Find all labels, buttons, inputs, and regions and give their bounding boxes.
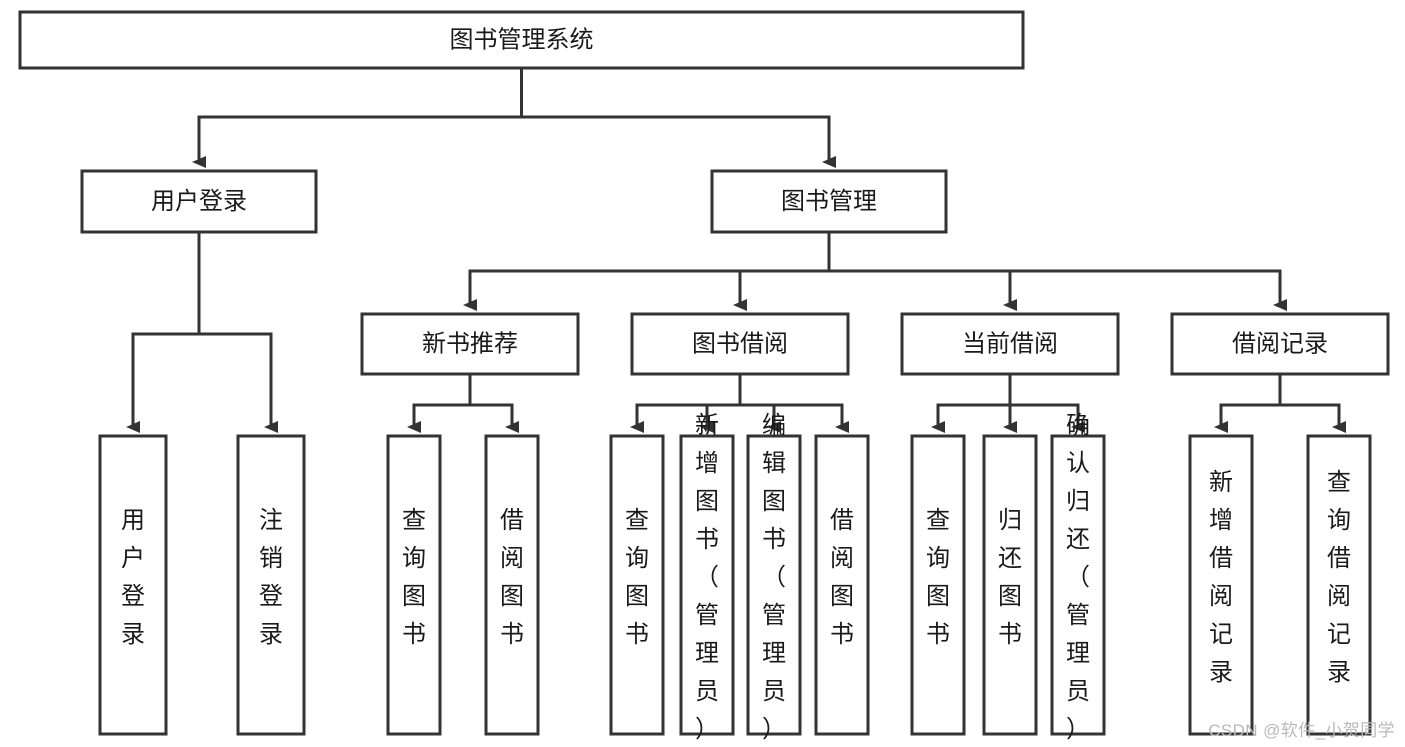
node-label-leaf-rec-borrow-book: 借阅图书 bbox=[500, 507, 524, 648]
node-label-leaf-cur-query-book: 查询图书 bbox=[926, 507, 950, 648]
connector-group-book-borrow bbox=[630, 372, 849, 433]
edge-layer bbox=[126, 66, 1346, 433]
node-box-leaf-borrow-add-book bbox=[679, 434, 735, 736]
csdn-watermark: CSDN @软件_小贺同学 bbox=[1208, 721, 1395, 740]
node-current-borrow[interactable]: 当前借阅 bbox=[900, 312, 1120, 376]
node-new-book-rec[interactable]: 新书推荐 bbox=[360, 312, 580, 376]
node-layer: 图书管理系统用户登录图书管理新书推荐图书借阅当前借阅借阅记录用户登录注销登录查询… bbox=[18, 10, 1390, 743]
node-leaf-borrow-borrow-book[interactable]: 借阅图书 bbox=[814, 434, 870, 736]
connector-group-book-manage bbox=[463, 230, 1287, 311]
node-box-root bbox=[18, 10, 1025, 70]
connector-group-user-login bbox=[126, 230, 278, 433]
node-box-leaf-cur-confirm-return bbox=[1050, 434, 1106, 736]
node-box-current-borrow bbox=[900, 312, 1120, 376]
node-box-leaf-user-login bbox=[98, 434, 168, 736]
node-box-new-book-rec bbox=[360, 312, 580, 376]
node-box-user-login bbox=[80, 169, 318, 234]
node-box-book-manage bbox=[710, 169, 948, 234]
node-box-borrow-record bbox=[1170, 312, 1390, 376]
node-box-leaf-borrow-borrow-book bbox=[814, 434, 870, 736]
connector-group-borrow-record bbox=[1214, 372, 1346, 433]
node-label-current-borrow: 当前借阅 bbox=[962, 330, 1058, 357]
node-leaf-user-logout[interactable]: 注销登录 bbox=[236, 434, 306, 736]
node-label-leaf-rec-query-book: 查询图书 bbox=[402, 507, 426, 648]
node-label-book-borrow: 图书借阅 bbox=[692, 330, 788, 357]
node-box-leaf-borrow-edit-book bbox=[746, 434, 802, 736]
node-box-leaf-cur-query-book bbox=[910, 434, 966, 736]
node-label-leaf-rec-query-record: 查询借阅记录 bbox=[1327, 469, 1351, 686]
connector-group-current-borrow bbox=[931, 372, 1085, 433]
node-label-user-login: 用户登录 bbox=[151, 188, 247, 215]
node-leaf-rec-query-record[interactable]: 查询借阅记录 bbox=[1306, 434, 1372, 736]
node-book-borrow[interactable]: 图书借阅 bbox=[630, 312, 850, 376]
node-label-leaf-user-login: 用户登录 bbox=[121, 507, 145, 648]
node-box-leaf-rec-add-record bbox=[1188, 434, 1254, 736]
node-borrow-record[interactable]: 借阅记录 bbox=[1170, 312, 1390, 376]
node-leaf-borrow-add-book[interactable]: 新增图书（管理员） bbox=[679, 412, 735, 743]
node-leaf-borrow-query-book[interactable]: 查询图书 bbox=[609, 434, 665, 736]
node-user-login[interactable]: 用户登录 bbox=[80, 169, 318, 234]
node-label-leaf-cur-confirm-return: 确认归还（管理员） bbox=[1066, 412, 1090, 743]
node-leaf-borrow-edit-book[interactable]: 编辑图书（管理员） bbox=[746, 412, 802, 743]
node-box-leaf-borrow-query-book bbox=[609, 434, 665, 736]
node-leaf-rec-query-book[interactable]: 查询图书 bbox=[386, 434, 442, 736]
node-label-leaf-borrow-add-book: 新增图书（管理员） bbox=[695, 412, 719, 743]
node-label-leaf-cur-return-book: 归还图书 bbox=[998, 507, 1022, 648]
node-book-manage[interactable]: 图书管理 bbox=[710, 169, 948, 234]
node-box-leaf-rec-query-book bbox=[386, 434, 442, 736]
node-label-leaf-borrow-borrow-book: 借阅图书 bbox=[830, 507, 854, 648]
node-label-leaf-user-logout: 注销登录 bbox=[259, 507, 283, 648]
node-box-leaf-cur-return-book bbox=[982, 434, 1038, 736]
node-label-borrow-record: 借阅记录 bbox=[1232, 330, 1328, 357]
node-label-new-book-rec: 新书推荐 bbox=[422, 330, 518, 357]
node-label-book-manage: 图书管理 bbox=[781, 188, 877, 215]
node-box-leaf-rec-borrow-book bbox=[484, 434, 540, 736]
node-leaf-cur-return-book[interactable]: 归还图书 bbox=[982, 434, 1038, 736]
connector-group-root bbox=[192, 66, 836, 168]
connector-group-new-book-rec bbox=[407, 372, 519, 433]
node-label-leaf-borrow-query-book: 查询图书 bbox=[625, 507, 649, 648]
node-root[interactable]: 图书管理系统 bbox=[18, 10, 1025, 70]
node-leaf-rec-borrow-book[interactable]: 借阅图书 bbox=[484, 434, 540, 736]
node-label-root: 图书管理系统 bbox=[450, 26, 594, 53]
node-label-leaf-borrow-edit-book: 编辑图书（管理员） bbox=[762, 412, 786, 743]
node-leaf-user-login[interactable]: 用户登录 bbox=[98, 434, 168, 736]
node-box-leaf-user-logout bbox=[236, 434, 306, 736]
node-box-book-borrow bbox=[630, 312, 850, 376]
node-label-leaf-rec-add-record: 新增借阅记录 bbox=[1209, 469, 1233, 686]
node-leaf-cur-query-book[interactable]: 查询图书 bbox=[910, 434, 966, 736]
node-leaf-rec-add-record[interactable]: 新增借阅记录 bbox=[1188, 434, 1254, 736]
node-leaf-cur-confirm-return[interactable]: 确认归还（管理员） bbox=[1050, 412, 1106, 743]
node-box-leaf-rec-query-record bbox=[1306, 434, 1372, 736]
